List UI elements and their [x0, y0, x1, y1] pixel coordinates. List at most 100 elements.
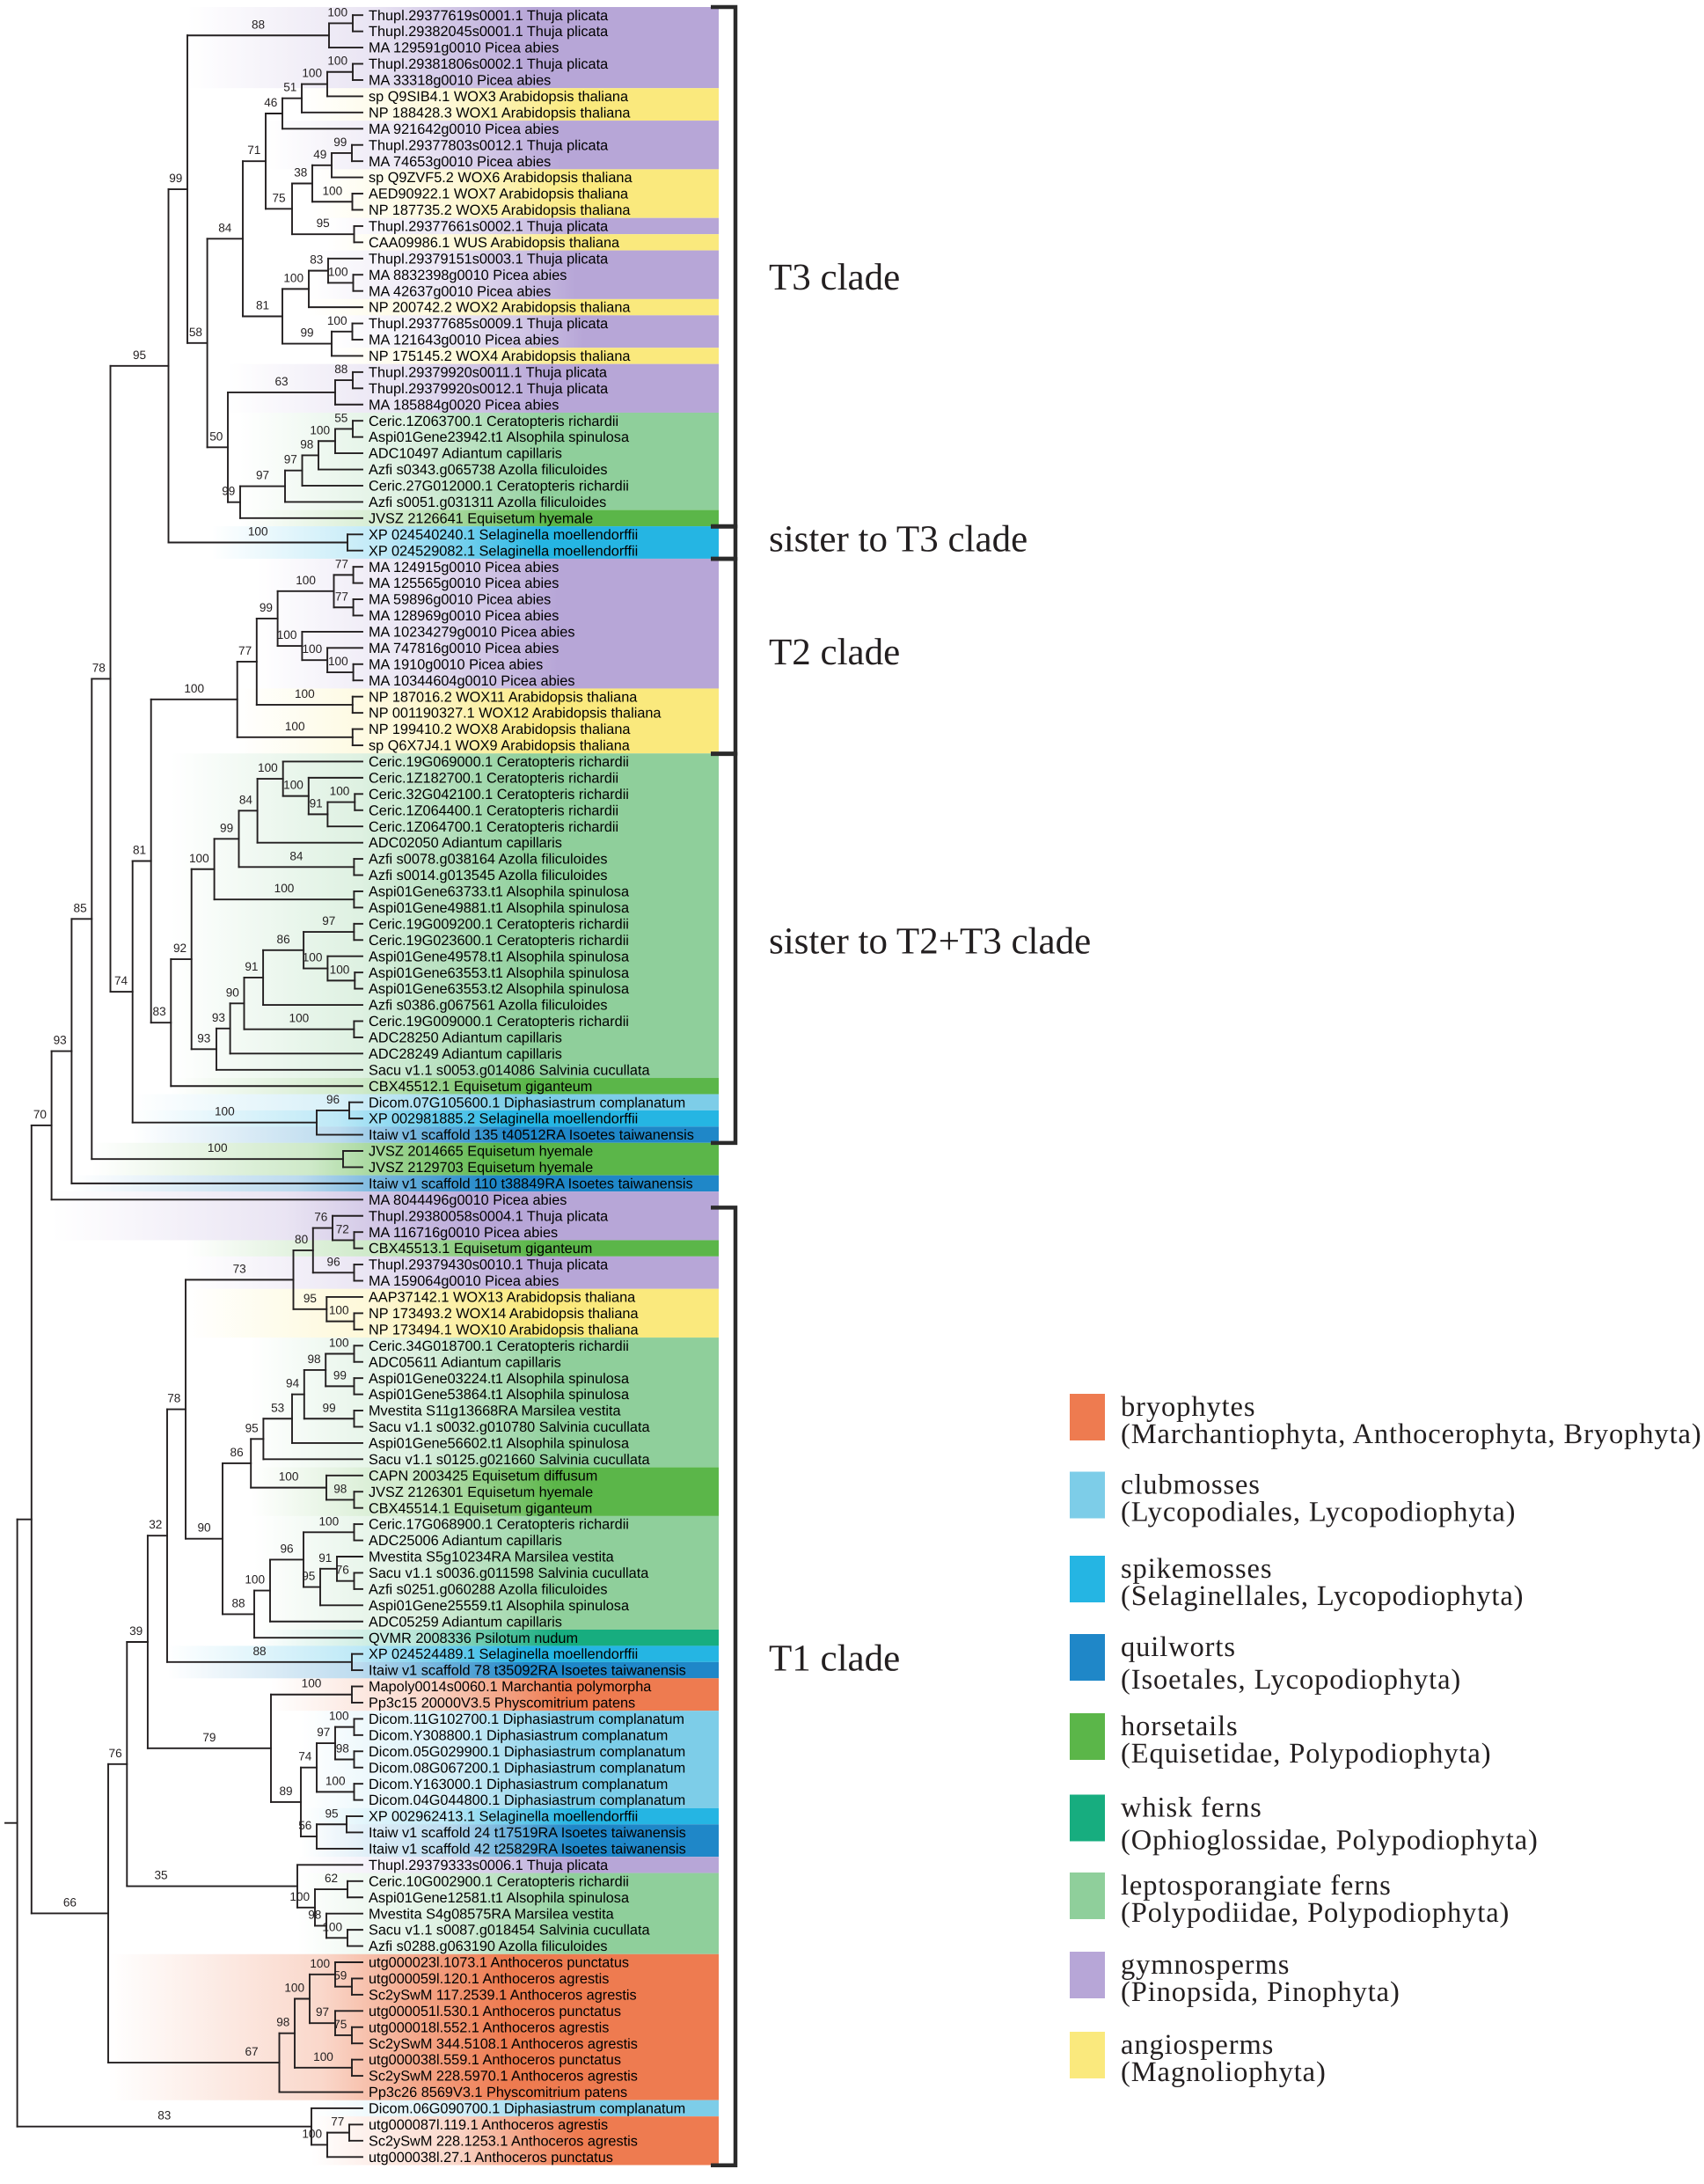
svg-text:100: 100	[328, 655, 348, 668]
svg-text:sp Q6X7J4.1 WOX9 Arabidopsis t: sp Q6X7J4.1 WOX9 Arabidopsis thaliana	[369, 738, 631, 754]
svg-text:MA 8832398g0010 Picea abies: MA 8832398g0010 Picea abies	[369, 268, 567, 283]
svg-text:CAPN 2003425 Equisetum diffusu: CAPN 2003425 Equisetum diffusum	[369, 1468, 597, 1484]
svg-text:MA 159064g0010 Picea abies: MA 159064g0010 Picea abies	[369, 1273, 559, 1289]
svg-text:Thupl.29379920s0012.1 Thuja pl: Thupl.29379920s0012.1 Thuja plicata	[369, 381, 609, 397]
svg-text:84: 84	[218, 221, 232, 234]
svg-text:Azfi s0386.g067561 Azolla fili: Azfi s0386.g067561 Azolla filiculoides	[369, 998, 608, 1014]
svg-text:93: 93	[212, 1011, 225, 1024]
svg-text:Itaiw v1 scaffold 24 t17519RA: Itaiw v1 scaffold 24 t17519RA Isoetes ta…	[369, 1825, 686, 1841]
svg-text:Thupl.29381806s0002.1 Thuja pl: Thupl.29381806s0002.1 Thuja plicata	[369, 56, 609, 72]
svg-text:JVSZ 2129703 Equisetum hyemale: JVSZ 2129703 Equisetum hyemale	[369, 1160, 593, 1176]
svg-text:91: 91	[245, 960, 258, 973]
svg-text:100: 100	[295, 687, 315, 700]
svg-text:97: 97	[284, 453, 297, 466]
svg-text:71: 71	[247, 143, 260, 157]
svg-text:gymnosperms: gymnosperms	[1121, 1949, 1290, 1981]
svg-text:Aspi01Gene63553.t2 Alsophila s: Aspi01Gene63553.t2 Alsophila spinulosa	[369, 981, 630, 997]
svg-text:ADC05611 Adiantum capillaris: ADC05611 Adiantum capillaris	[369, 1354, 561, 1370]
svg-text:MA 10344604g0010 Picea abies: MA 10344604g0010 Picea abies	[369, 673, 574, 689]
svg-text:(Isoetales, Lycopodiophyta): (Isoetales, Lycopodiophyta)	[1121, 1664, 1461, 1696]
svg-text:sp Q9ZVF5.2 WOX6 Arabidopsis t: sp Q9ZVF5.2 WOX6 Arabidopsis thaliana	[369, 170, 633, 186]
svg-text:93: 93	[197, 1031, 210, 1044]
svg-text:Thupl.29380058s0004.1 Thuja pl: Thupl.29380058s0004.1 Thuja plicata	[369, 1208, 609, 1224]
svg-text:Aspi01Gene12581.t1 Alsophila s: Aspi01Gene12581.t1 Alsophila spinulosa	[369, 1890, 630, 1906]
svg-text:Sc2ySwM 117.2539.1 Anthoceros: Sc2ySwM 117.2539.1 Anthoceros agrestis	[369, 1987, 637, 2003]
svg-text:46: 46	[264, 96, 277, 109]
svg-text:Dicom.Y163000.1 Diphasiastrum: Dicom.Y163000.1 Diphasiastrum complanatu…	[369, 1777, 668, 1792]
svg-text:100: 100	[322, 184, 342, 197]
svg-text:CBX45514.1 Equisetum giganteum: CBX45514.1 Equisetum giganteum	[369, 1500, 592, 1516]
svg-text:Ceric.1Z064400.1 Ceratopteris: Ceric.1Z064400.1 Ceratopteris richardii	[369, 803, 618, 818]
svg-text:(Marchantiophyta, Anthocerophy: (Marchantiophyta, Anthocerophyta, Bryoph…	[1121, 1418, 1702, 1450]
svg-text:100: 100	[189, 852, 209, 865]
svg-text:99: 99	[169, 172, 182, 185]
svg-text:utg000087l.119.1 Anthoceros ag: utg000087l.119.1 Anthoceros agrestis	[369, 2117, 608, 2133]
svg-text:83: 83	[153, 1005, 166, 1018]
svg-text:MA 129591g0010 Picea abies: MA 129591g0010 Picea abies	[369, 40, 559, 56]
svg-text:Ceric.19G023600.1 Ceratopteris: Ceric.19G023600.1 Ceratopteris richardii	[369, 933, 629, 949]
svg-text:T2 clade: T2 clade	[769, 632, 900, 673]
svg-text:88: 88	[231, 1596, 245, 1609]
svg-text:MA 747816g0010 Picea abies: MA 747816g0010 Picea abies	[369, 641, 559, 656]
svg-text:utg000059l.120.1 Anthoceros ag: utg000059l.120.1 Anthoceros agrestis	[369, 1971, 609, 1987]
svg-text:100: 100	[284, 1981, 304, 1994]
svg-text:83: 83	[310, 253, 323, 267]
svg-text:97: 97	[317, 1726, 330, 1739]
svg-text:Thupl.29377685s0009.1 Thuja pl: Thupl.29377685s0009.1 Thuja plicata	[369, 316, 609, 332]
svg-text:ADC05259 Adiantum capillaris: ADC05259 Adiantum capillaris	[369, 1614, 562, 1630]
svg-text:75: 75	[272, 191, 285, 204]
svg-text:Aspi01Gene03224.t1 Alsophila s: Aspi01Gene03224.t1 Alsophila spinulosa	[369, 1371, 630, 1387]
svg-text:95: 95	[317, 216, 330, 230]
svg-text:Sacu v1.1 s0125.g021660 Salvin: Sacu v1.1 s0125.g021660 Salvinia cuculla…	[369, 1452, 650, 1468]
svg-text:Mapoly0014s0060.1 Marchantia p: Mapoly0014s0060.1 Marchantia polymorpha	[369, 1679, 652, 1695]
svg-text:Ceric.1Z182700.1 Ceratopteris: Ceric.1Z182700.1 Ceratopteris richardii	[369, 770, 618, 786]
svg-text:53: 53	[271, 1401, 284, 1414]
svg-text:88: 88	[334, 363, 347, 376]
svg-text:Aspi01Gene49578.t1 Alsophila s: Aspi01Gene49578.t1 Alsophila spinulosa	[369, 949, 630, 964]
svg-text:100: 100	[329, 1710, 349, 1723]
svg-text:91: 91	[310, 796, 323, 810]
svg-text:76: 76	[109, 1747, 122, 1760]
svg-text:100: 100	[245, 1573, 265, 1587]
svg-text:Thupl.29379920s0011.1 Thuja pl: Thupl.29379920s0011.1 Thuja plicata	[369, 364, 608, 380]
svg-text:Ceric.34G018700.1 Ceratopteris: Ceric.34G018700.1 Ceratopteris richardii	[369, 1338, 629, 1354]
svg-text:Azfi s0288.g063190 Azolla fili: Azfi s0288.g063190 Azolla filiculoides	[369, 1938, 608, 1954]
svg-text:Sacu v1.1 s0087.g018454 Salvin: Sacu v1.1 s0087.g018454 Salvinia cuculla…	[369, 1923, 650, 1938]
svg-text:utg000038l.27.1 Anthoceros pun: utg000038l.27.1 Anthoceros punctatus	[369, 2150, 613, 2166]
svg-text:horsetails: horsetails	[1121, 1711, 1239, 1742]
svg-text:bryophytes: bryophytes	[1121, 1391, 1255, 1423]
svg-text:XP 024529082.1 Selaginella moe: XP 024529082.1 Selaginella moellendorffi…	[369, 543, 638, 559]
svg-text:Ceric.1Z063700.1 Ceratopteris: Ceric.1Z063700.1 Ceratopteris richardii	[369, 414, 618, 429]
svg-text:90: 90	[197, 1521, 211, 1535]
svg-text:66: 66	[63, 1895, 77, 1909]
svg-text:Dicom.Y308800.1 Diphasiastrum: Dicom.Y308800.1 Diphasiastrum complanatu…	[369, 1727, 668, 1743]
svg-text:86: 86	[230, 1446, 244, 1459]
svg-text:97: 97	[322, 914, 335, 927]
svg-text:Sacu v1.1 s0036.g011598 Salvin: Sacu v1.1 s0036.g011598 Salvinia cuculla…	[369, 1565, 649, 1581]
svg-text:95: 95	[302, 1570, 315, 1583]
svg-text:63: 63	[274, 375, 288, 388]
svg-text:sister to T2+T3 clade: sister to T2+T3 clade	[769, 921, 1091, 963]
svg-text:Sacu v1.1 s0032.g010780 Salvin: Sacu v1.1 s0032.g010780 Salvinia cuculla…	[369, 1419, 650, 1435]
svg-text:94: 94	[286, 1377, 300, 1390]
svg-text:89: 89	[279, 1785, 292, 1798]
svg-text:clubmosses: clubmosses	[1121, 1469, 1261, 1501]
svg-text:NP 187016.2 WOX11 Arabidopsis: NP 187016.2 WOX11 Arabidopsis thaliana	[369, 689, 638, 705]
svg-text:utg000023l.1073.1 Anthoceros p: utg000023l.1073.1 Anthoceros punctatus	[369, 1955, 629, 1971]
svg-text:(Selaginellales, Lycopodiophyt: (Selaginellales, Lycopodiophyta)	[1121, 1580, 1524, 1612]
svg-text:80: 80	[295, 1233, 309, 1246]
svg-text:XP 002962413.1 Selaginella moe: XP 002962413.1 Selaginella moellendorffi…	[369, 1809, 638, 1825]
svg-text:97: 97	[316, 2005, 329, 2019]
svg-text:100: 100	[327, 55, 347, 68]
svg-text:Azfi s0343.g065738 Azolla fili: Azfi s0343.g065738 Azolla filiculoides	[369, 462, 608, 478]
svg-text:96: 96	[280, 1542, 293, 1555]
svg-text:Itaiw v1 scaffold 42 t25829RA: Itaiw v1 scaffold 42 t25829RA Isoetes ta…	[369, 1842, 686, 1858]
svg-text:88: 88	[252, 1645, 266, 1658]
svg-text:Dicom.04G044800.1 Diphasiastru: Dicom.04G044800.1 Diphasiastrum complana…	[369, 1792, 685, 1808]
svg-text:98: 98	[308, 1909, 321, 1922]
svg-text:Thupl.29377803s0012.1 Thuja pl: Thupl.29377803s0012.1 Thuja plicata	[369, 137, 609, 153]
svg-text:ADC28250 Adiantum capillaris: ADC28250 Adiantum capillaris	[369, 1030, 562, 1046]
svg-text:NP 173493.2 WOX14 Arabidopsis: NP 173493.2 WOX14 Arabidopsis thaliana	[369, 1306, 639, 1322]
svg-text:whisk ferns: whisk ferns	[1121, 1792, 1262, 1824]
svg-text:Sc2ySwM 228.1253.1 Anthoceros: Sc2ySwM 228.1253.1 Anthoceros agrestis	[369, 2133, 638, 2149]
